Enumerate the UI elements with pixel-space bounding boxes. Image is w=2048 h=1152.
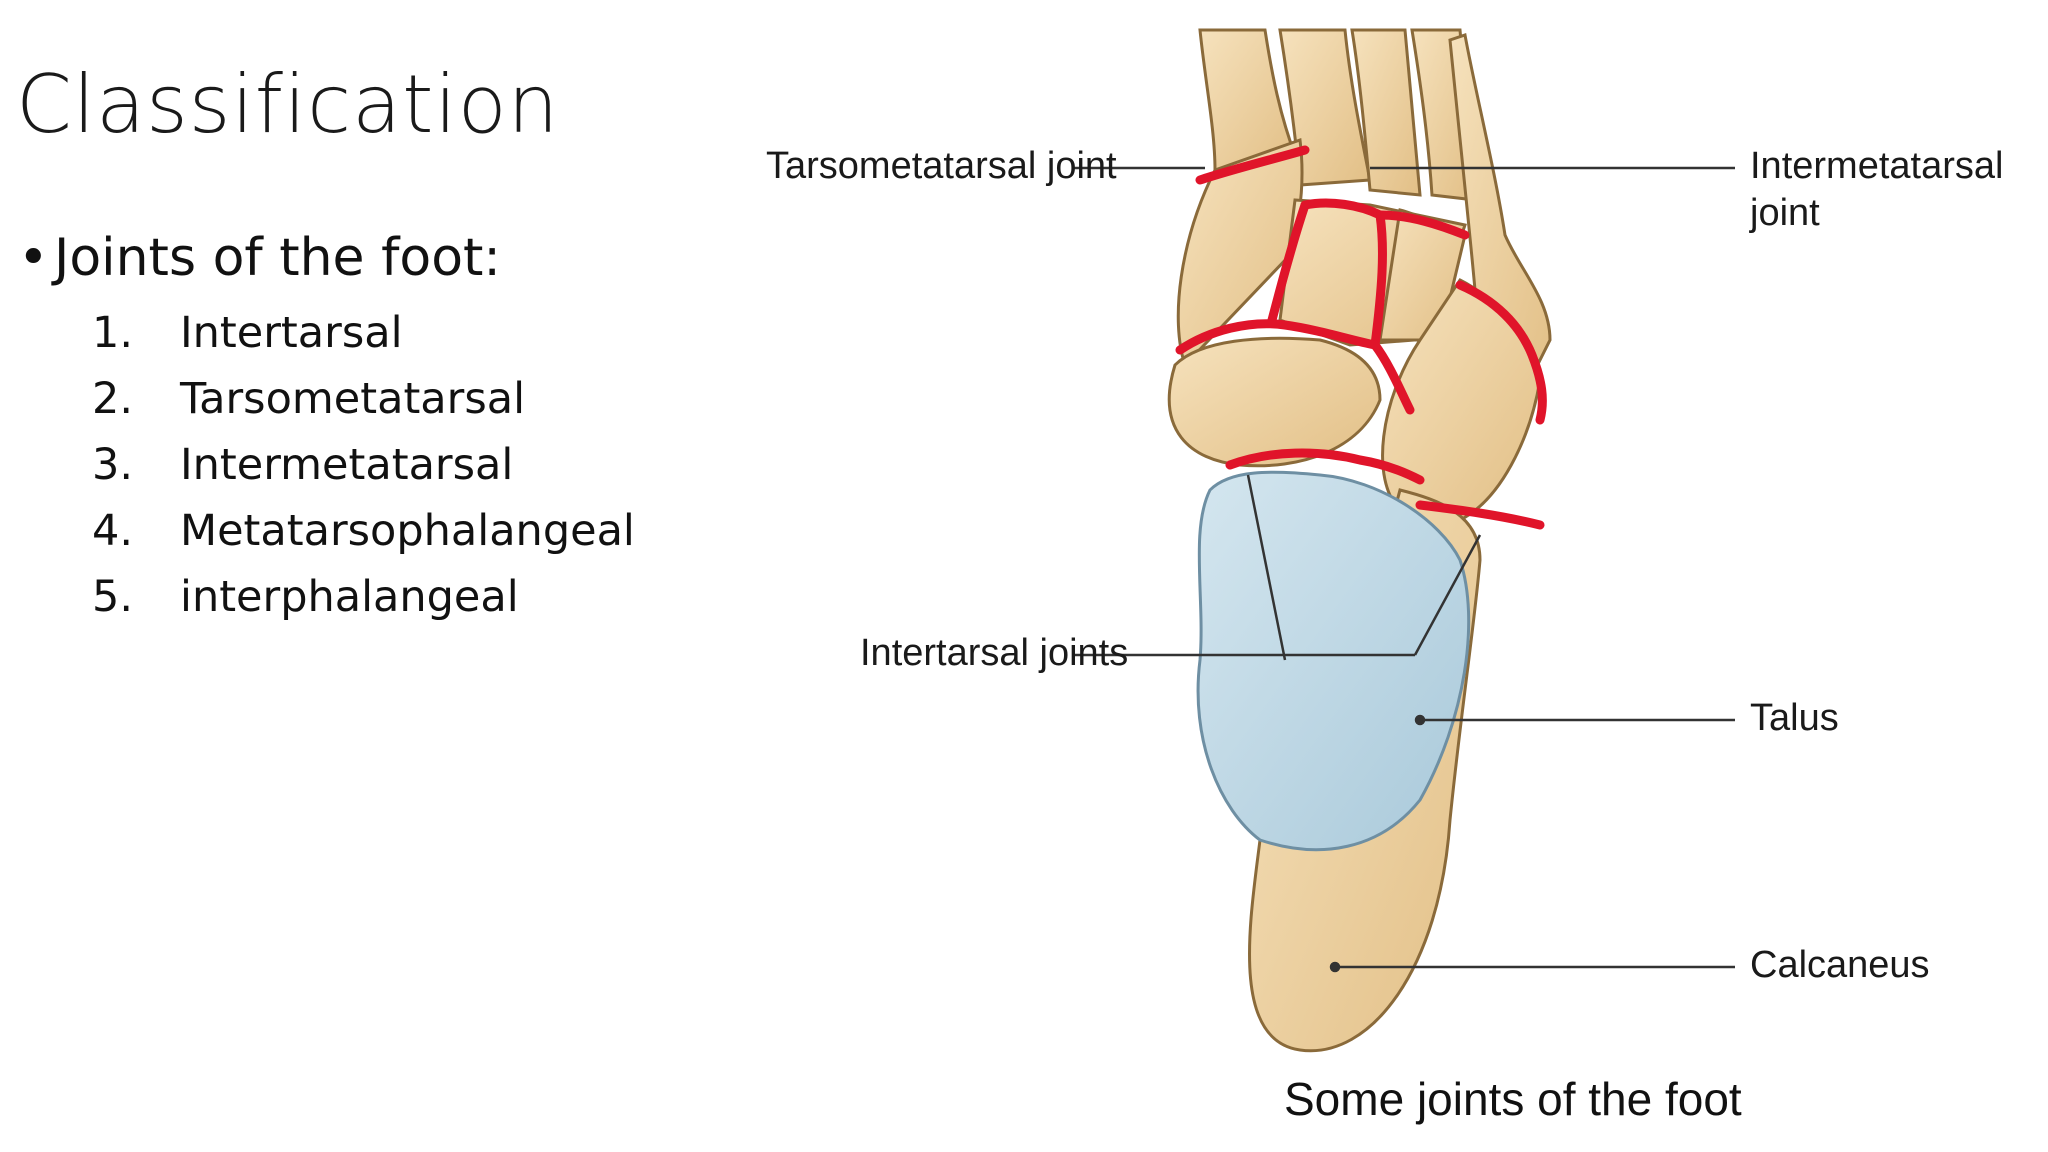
bullet-heading: •Joints of the foot: (18, 228, 501, 288)
list-item: 2. Tarsometatarsal (92, 366, 635, 432)
foot-illustration (1072, 28, 1735, 1053)
bullet-dot-icon: • (18, 228, 49, 288)
figure-caption: Some joints of the foot (1284, 1073, 1742, 1125)
metatarsal-bones (1198, 28, 1552, 403)
label-talus: Talus (1750, 697, 1839, 739)
list-item-label: interphalangeal (180, 572, 519, 622)
list-item-label: Intermetatarsal (180, 440, 514, 490)
label-calcaneus: Calcaneus (1750, 944, 1930, 986)
list-item-number: 3. (92, 440, 134, 490)
numbered-list: 1. Intertarsal 2. Tarsometatarsal 3. Interm… (92, 300, 635, 630)
label-intermetatarsal-joint-line1: Intermetatarsal (1750, 145, 2004, 187)
joint-lines (1175, 145, 1547, 530)
list-item-number: 1. (92, 308, 134, 358)
slide-title: Classification (16, 58, 560, 151)
label-intertarsal-joints: Intertarsal joints (860, 632, 1129, 674)
list-item-number: 2. (92, 374, 134, 424)
list-item-number: 4. (92, 506, 134, 556)
foot-joints-figure: Tarsometatarsal joint Intermetatarsal jo… (760, 20, 2048, 1152)
list-item-label: Tarsometatarsal (180, 374, 526, 424)
list-item-number: 5. (92, 572, 134, 622)
list-item-label: Intertarsal (180, 308, 403, 358)
leader-lines (1072, 166, 1735, 973)
list-item-label: Metatarsophalangeal (180, 506, 635, 556)
list-item: 1. Intertarsal (92, 300, 635, 366)
list-item: 3. Intermetatarsal (92, 432, 635, 498)
bullet-text: Joints of the foot: (54, 228, 501, 288)
label-tarsometatarsal-joint: Tarsometatarsal joint (766, 145, 1117, 187)
list-item: 4. Metatarsophalangeal (92, 498, 635, 564)
list-item: 5. interphalangeal (92, 564, 635, 630)
label-intermetatarsal-joint-line2: joint (1750, 192, 1820, 234)
